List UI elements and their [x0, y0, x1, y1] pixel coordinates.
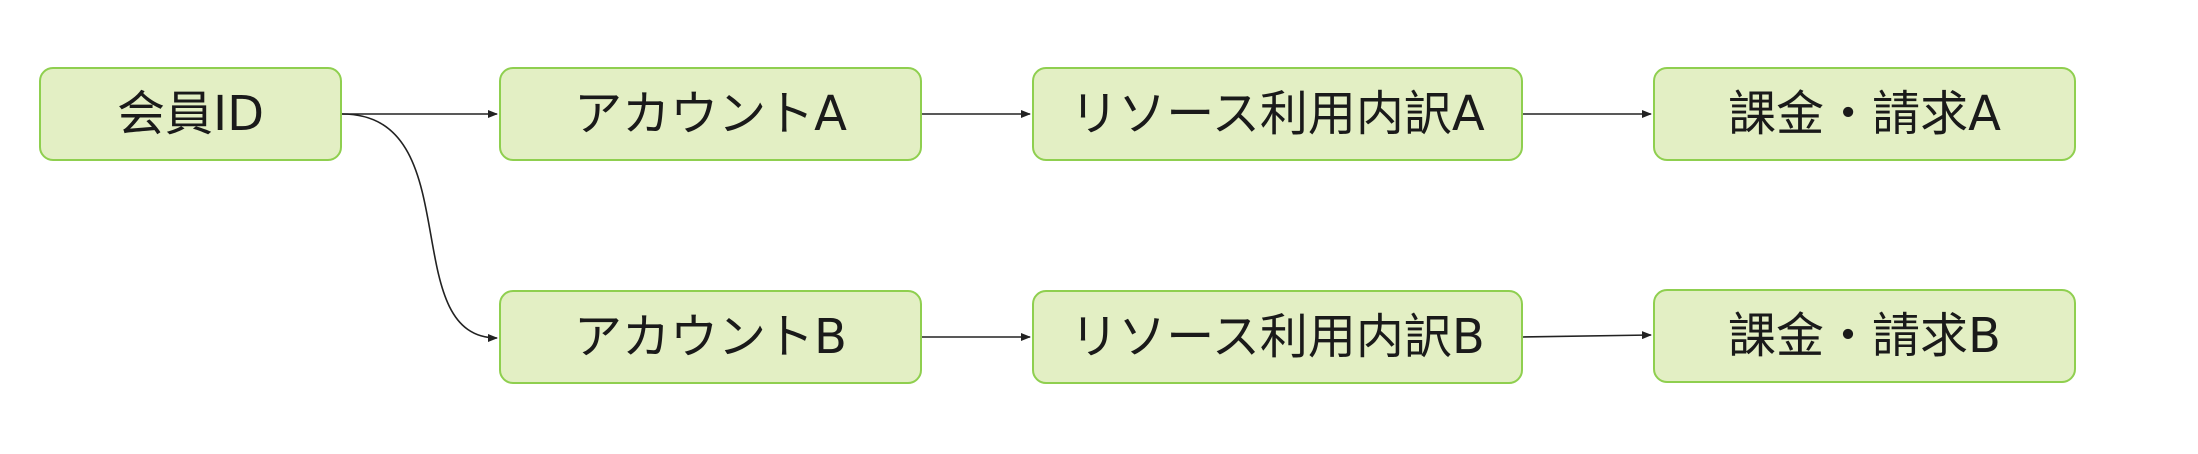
- edge-member-to-account-b: [341, 113, 498, 342]
- node-account-b: アカウントB: [499, 290, 922, 384]
- node-billing-a: 課金・請求A: [1653, 67, 2076, 161]
- node-member-id: 会員ID: [39, 67, 342, 161]
- node-account-a: アカウントA: [499, 67, 922, 161]
- edge-resource-b-to-billing-b: [1522, 331, 1652, 340]
- node-resource-usage-a: リソース利用内訳A: [1032, 67, 1523, 161]
- node-resource-usage-b: リソース利用内訳B: [1032, 290, 1523, 384]
- node-billing-b: 課金・請求B: [1653, 289, 2076, 383]
